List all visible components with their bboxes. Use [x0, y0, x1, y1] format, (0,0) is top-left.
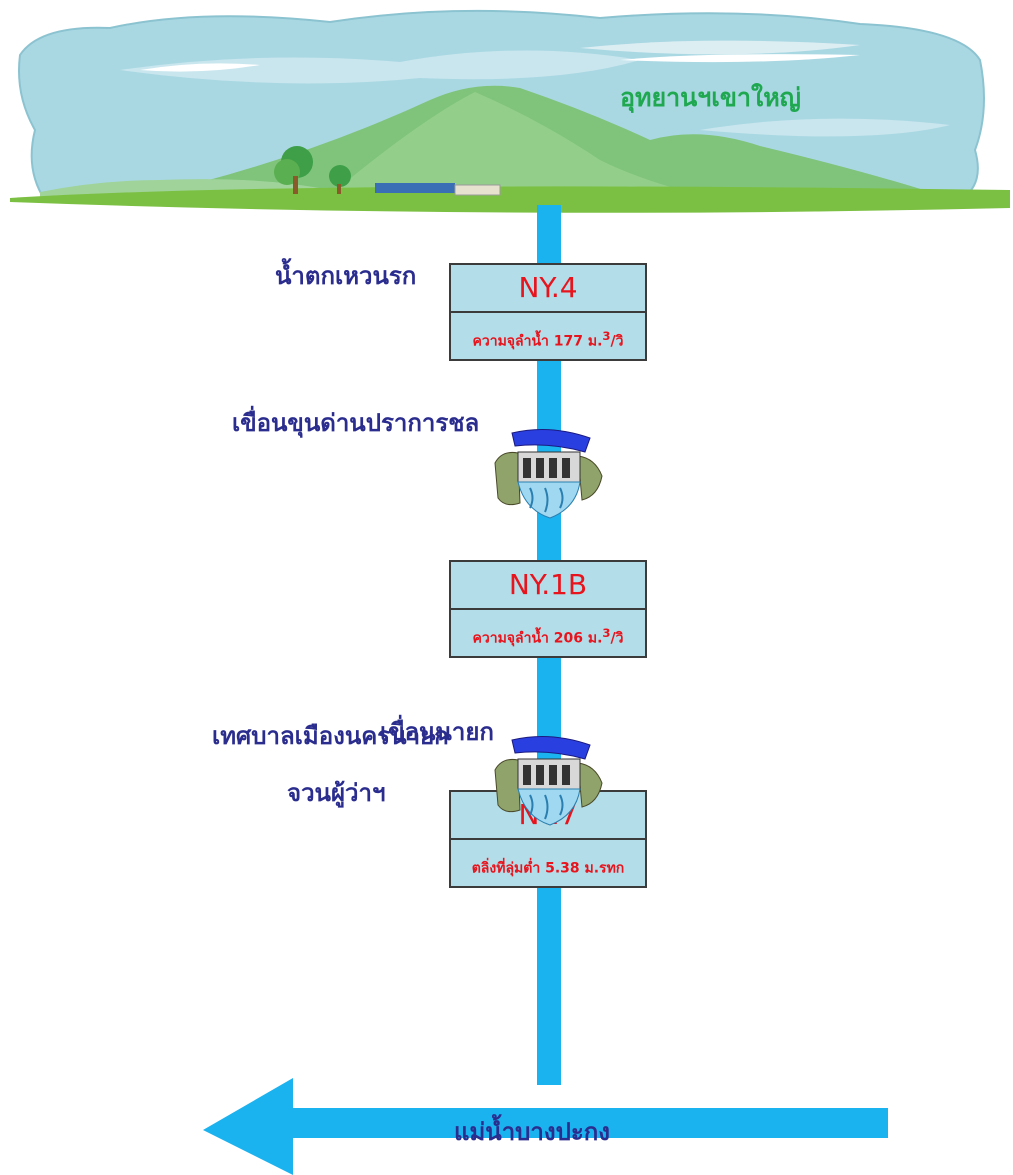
park-label: อุทยานฯเขาใหญ่	[620, 83, 801, 112]
mountain-landscape-icon	[10, 9, 1010, 213]
station-code: NY.1B	[451, 562, 645, 610]
dam-icon	[494, 429, 603, 519]
municipality-label: เทศบาลเมืองนครนายก	[212, 722, 449, 750]
governor-residence-label: จวนผู้ว่าฯ	[287, 779, 386, 807]
dam-icon	[494, 736, 603, 826]
station-box: NY.4 ความจุลำน้ำ 177 ม.3/วิ	[449, 263, 647, 361]
lower-dam-label: เขื่อนนายก	[380, 718, 494, 746]
station-info: ความจุลำน้ำ 177 ม.3/วิ	[472, 329, 624, 350]
station-info: ตลิ่งที่ลุ่มต่ำ 5.38 ม.รทก	[471, 860, 625, 877]
station-box: NY.1B ความจุลำน้ำ 206 ม.3/วิ	[449, 560, 647, 658]
waterfall-label: น้ำตกเหวนรก	[275, 262, 417, 290]
main-river-label: แม่น้ำบางปะกง	[454, 1118, 610, 1146]
station-info: ความจุลำน้ำ 206 ม.3/วิ	[472, 626, 624, 647]
station-code: NY.4	[451, 265, 645, 313]
upper-dam-label: เขื่อนขุนด่านปราการชล	[232, 409, 480, 437]
